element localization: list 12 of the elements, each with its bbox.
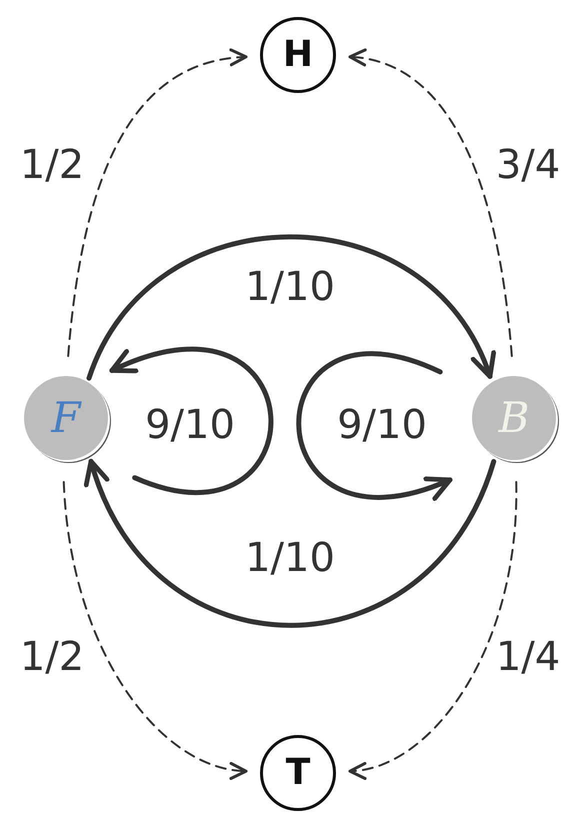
state-circle [472,376,556,460]
arrow [348,480,518,778]
arrow [62,480,248,778]
state-label: H [282,37,314,73]
arrow [348,50,513,358]
arrow [296,352,452,500]
arrow [109,346,274,494]
arrow [67,49,248,358]
state-label: F [51,397,81,439]
arrow [86,234,494,381]
arrow [86,458,496,628]
state-label: T [286,755,310,791]
